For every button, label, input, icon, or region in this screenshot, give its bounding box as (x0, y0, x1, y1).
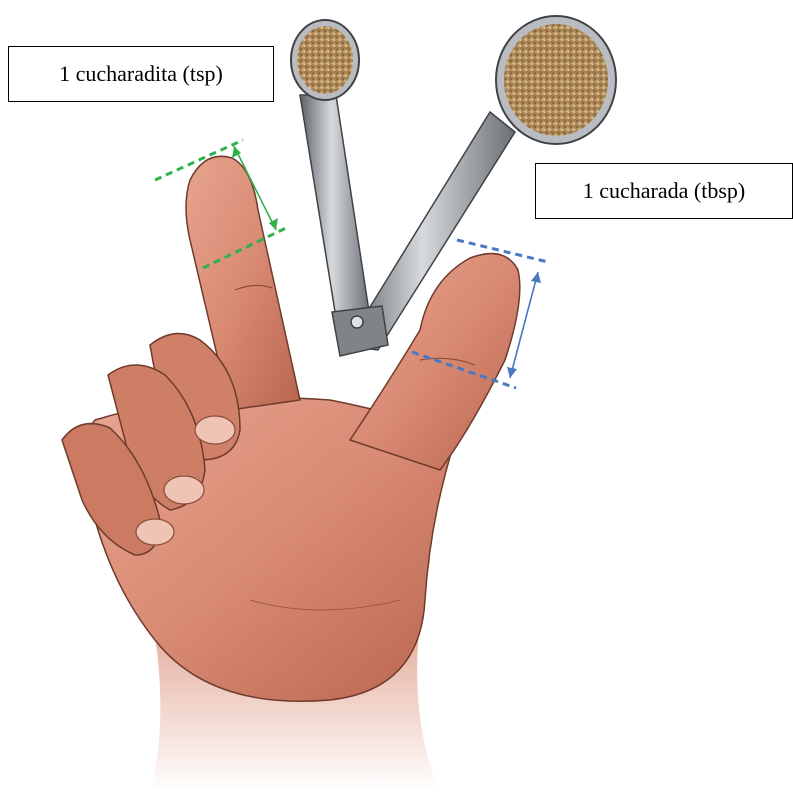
measuring-spoon-small-icon (291, 20, 370, 330)
tablespoon-label: 1 cucharada (tbsp) (535, 163, 793, 219)
hand-illustration (62, 156, 520, 792)
teaspoon-label: 1 cucharadita (tsp) (8, 46, 274, 102)
